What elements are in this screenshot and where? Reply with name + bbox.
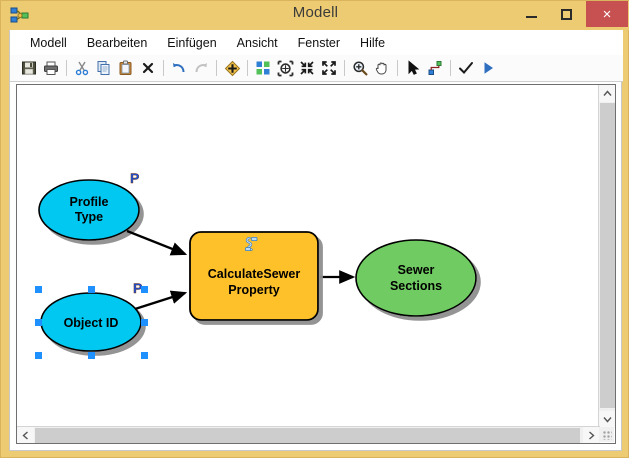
node-object-id-label-1: Object ID: [64, 316, 119, 330]
pan-hand-icon[interactable]: [371, 57, 393, 79]
undo-icon[interactable]: [168, 57, 190, 79]
node-profile-type-label-2: Type: [75, 210, 103, 224]
horizontal-scroll-thumb[interactable]: [35, 428, 580, 443]
node-object-id[interactable]: Object ID: [40, 292, 142, 352]
zoom-out-icon[interactable]: [296, 57, 318, 79]
menu-hilfe[interactable]: Hilfe: [360, 35, 386, 50]
menu-bearbeiten[interactable]: Bearbeiten: [86, 35, 148, 50]
node-tool-label-1: CalculateSewer: [208, 267, 301, 281]
horizontal-scrollbar[interactable]: [17, 426, 600, 443]
print-icon[interactable]: [40, 57, 62, 79]
connection-profile-type-to-tool[interactable]: [126, 229, 188, 256]
node-calculate-sewer-property[interactable]: CalculateSewer Property: [189, 231, 319, 321]
scroll-down-icon[interactable]: [599, 411, 615, 428]
toolbar-separator: [66, 60, 67, 76]
resize-grip[interactable]: [599, 427, 614, 442]
title-bar: Modell ×: [1, 1, 629, 30]
full-view-icon[interactable]: [274, 57, 296, 79]
node-profile-type[interactable]: Profile Type: [38, 179, 140, 241]
add-data-icon[interactable]: [221, 57, 243, 79]
toolbar-separator: [450, 60, 451, 76]
menu-ansicht[interactable]: Ansicht: [236, 35, 278, 50]
toolbar-separator: [216, 60, 217, 76]
run-icon[interactable]: [477, 57, 499, 79]
selection-handles-object-id[interactable]: [35, 286, 148, 359]
model-diagram[interactable]: Profile Type P Object ID P: [17, 85, 599, 427]
toolbar-separator: [247, 60, 248, 76]
node-profile-type-label-1: Profile: [70, 195, 109, 209]
node-sewer-sections-label-1: Sewer: [398, 263, 435, 277]
toolbar-separator: [344, 60, 345, 76]
script-tool-icon: [245, 236, 258, 252]
select-arrow-icon[interactable]: [402, 57, 424, 79]
close-icon: ×: [602, 5, 612, 23]
vertical-scroll-thumb[interactable]: [600, 103, 615, 408]
node-tool-label-2: Property: [228, 283, 279, 297]
paste-icon[interactable]: [115, 57, 137, 79]
vertical-scrollbar[interactable]: [598, 85, 615, 428]
minimize-icon: [526, 16, 537, 18]
minimize-button[interactable]: [518, 1, 545, 27]
cut-icon[interactable]: [71, 57, 93, 79]
auto-layout-icon[interactable]: [252, 57, 274, 79]
copy-icon[interactable]: [93, 57, 115, 79]
badge-p-profile-type: P: [130, 170, 139, 186]
validate-check-icon[interactable]: [455, 57, 477, 79]
menu-einfuegen[interactable]: Einfügen: [167, 35, 217, 50]
model-canvas-container: Profile Type P Object ID P: [16, 84, 616, 444]
save-icon[interactable]: [18, 57, 40, 79]
zoom-in-icon[interactable]: [318, 57, 340, 79]
maximize-button[interactable]: [553, 1, 580, 27]
redo-icon[interactable]: [190, 57, 212, 79]
toolbar-separator: [397, 60, 398, 76]
node-sewer-sections[interactable]: Sewer Sections: [355, 239, 477, 317]
scroll-up-icon[interactable]: [599, 85, 615, 102]
maximize-icon: [561, 8, 572, 20]
client-area: Modell Bearbeiten Einfügen Ansicht Fenst…: [9, 30, 623, 451]
delete-icon[interactable]: [137, 57, 159, 79]
toolbar-separator: [163, 60, 164, 76]
model-builder-icon: [10, 7, 30, 25]
close-button[interactable]: ×: [586, 1, 628, 27]
zoom-tool-icon[interactable]: [349, 57, 371, 79]
connect-icon[interactable]: [424, 57, 446, 79]
toolbar: [10, 55, 623, 82]
window-title: Modell: [292, 4, 339, 21]
scroll-left-icon[interactable]: [17, 427, 34, 443]
menu-modell[interactable]: Modell: [30, 35, 67, 50]
scroll-right-icon[interactable]: [583, 427, 600, 443]
node-sewer-sections-label-2: Sections: [390, 279, 442, 293]
menu-fenster[interactable]: Fenster: [297, 35, 341, 50]
badge-p-object-id: P: [133, 280, 142, 296]
menu-bar: Modell Bearbeiten Einfügen Ansicht Fenst…: [10, 30, 623, 55]
connection-object-id-to-tool[interactable]: [134, 290, 188, 311]
